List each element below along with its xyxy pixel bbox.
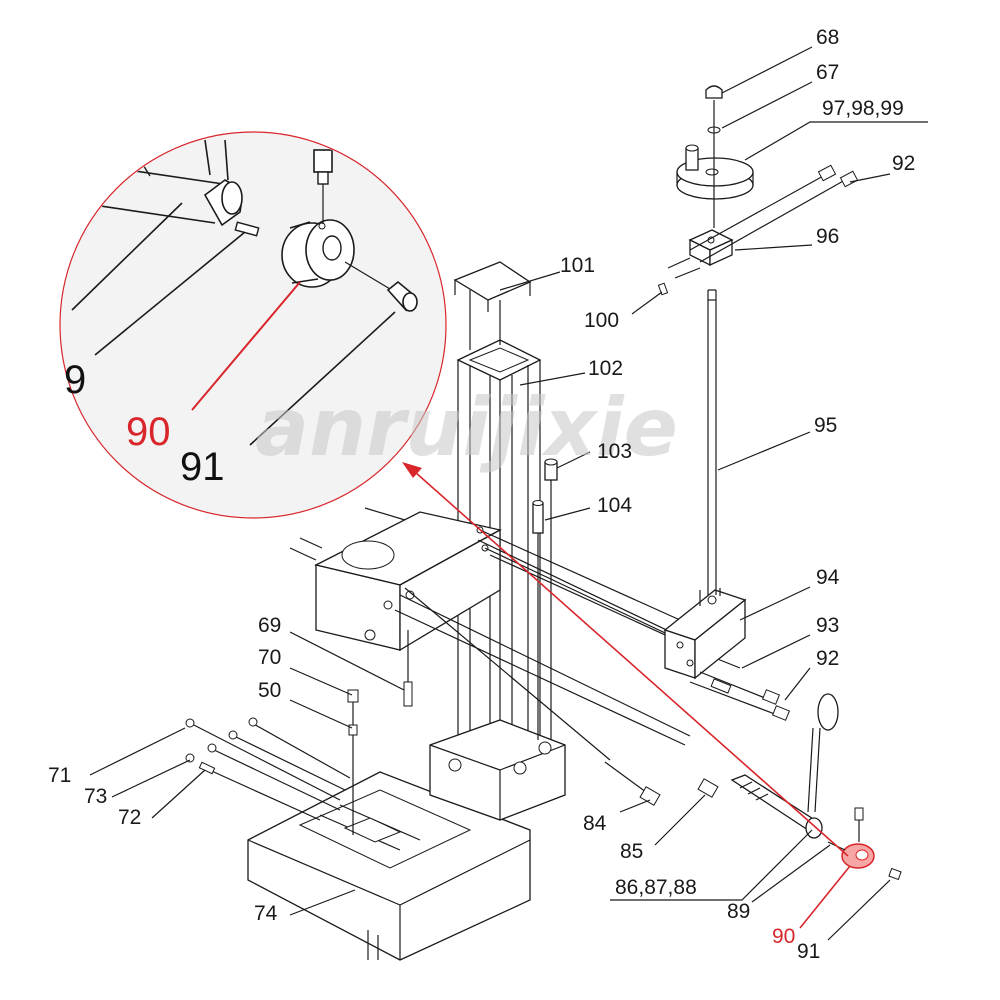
label-67: 67 (816, 61, 839, 84)
screws-part-92-93 (689, 659, 791, 721)
label-92-bottom: 92 (816, 647, 839, 670)
label-90: 90 (772, 925, 795, 948)
leader-90-red (799, 865, 851, 929)
label-84: 84 (583, 812, 607, 835)
collar-part-90 (841, 843, 875, 869)
cap-part-101 (453, 261, 532, 350)
nut-part-68 (705, 85, 723, 99)
gear-part-97 (676, 144, 754, 200)
label-70: 70 (258, 646, 281, 669)
label-73: 73 (84, 785, 107, 808)
label-91: 91 (797, 940, 820, 963)
label-100: 100 (584, 309, 619, 332)
watermark-text: anruijixie (255, 381, 678, 474)
handle-lever (807, 693, 839, 813)
column-part-102 (429, 339, 566, 821)
zoom-label-90: 90 (126, 410, 171, 454)
label-102: 102 (588, 357, 623, 380)
screws-part-89-91 (827, 807, 902, 881)
label-69: 69 (258, 614, 281, 637)
label-50: 50 (258, 679, 281, 702)
bracket-part-94 (663, 588, 747, 680)
label-89: 89 (727, 900, 750, 923)
label-93: 93 (816, 614, 839, 637)
label-68: 68 (816, 26, 839, 49)
label-86-87-88: 86,87,88 (615, 876, 697, 899)
label-95: 95 (814, 414, 837, 437)
screws-part-71-72-73 (185, 717, 351, 821)
zoom-label-91: 91 (180, 445, 225, 489)
shaft-part-95 (707, 289, 717, 595)
pin-part-100 (657, 282, 669, 296)
label-96: 96 (816, 225, 839, 248)
label-72: 72 (118, 806, 141, 829)
label-97-98-99: 97,98,99 (822, 97, 904, 120)
zoom-detail-circle (59, 131, 447, 519)
leader-lines (89, 46, 928, 941)
head-block (289, 507, 502, 652)
pins-part-69-70-50 (347, 630, 413, 835)
label-104: 104 (597, 494, 632, 517)
pointer-arrow (402, 462, 849, 857)
zoom-label-partial: 9 (64, 358, 86, 402)
bolts-part-103-104 (532, 458, 558, 740)
label-103: 103 (597, 440, 632, 463)
label-92-top: 92 (892, 152, 915, 175)
label-94: 94 (816, 566, 840, 589)
screws-part-92-top (667, 164, 859, 279)
label-101: 101 (560, 254, 595, 277)
label-74: 74 (254, 902, 278, 925)
label-71: 71 (48, 764, 71, 787)
label-85: 85 (620, 840, 643, 863)
